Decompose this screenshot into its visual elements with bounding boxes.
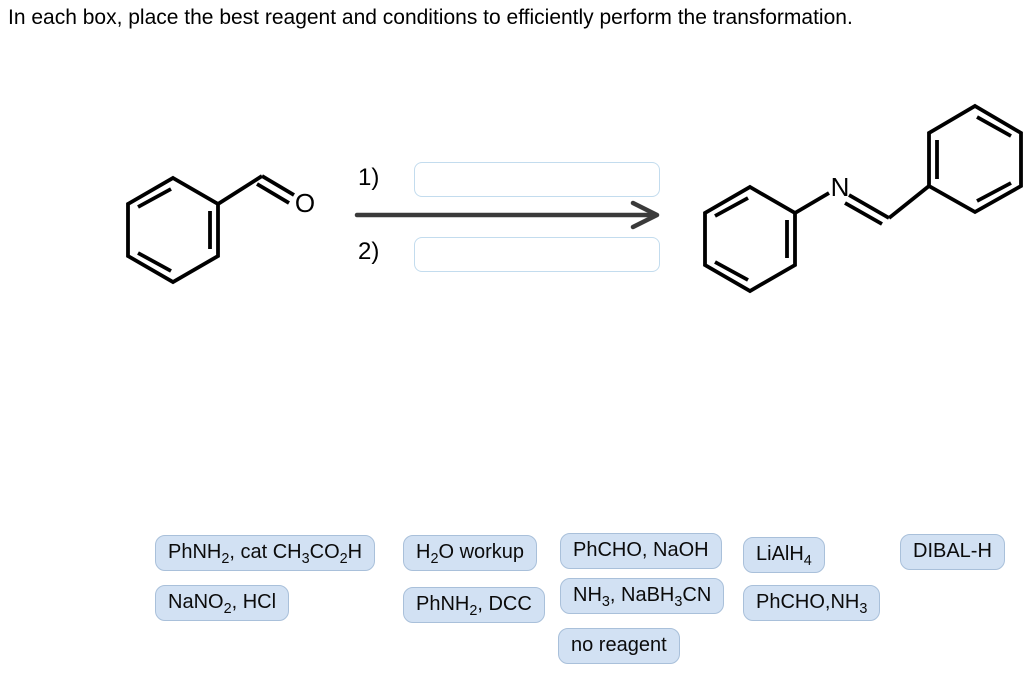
reagent-chip[interactable]: PhCHO,NH3 (743, 585, 881, 621)
reagent-chip[interactable]: LiAlH4 (743, 537, 825, 573)
oxygen-atom-label: O (295, 188, 315, 218)
chip-label-text: NaNO (168, 591, 224, 613)
chip-label-subscript: 2 (430, 551, 439, 567)
chip-label-subscript: 2 (469, 603, 478, 619)
chip-label-text: no reagent (571, 634, 667, 656)
step2-label: 2) (358, 238, 380, 265)
chip-label-subscript: 3 (674, 594, 683, 610)
chip-label-text: H (416, 541, 431, 563)
reagent-chip[interactable]: NaNO2, HCl (155, 585, 290, 621)
reagent-chip[interactable]: PhNH2, cat CH3CO2H (155, 535, 376, 571)
benzylidene-ring (927, 103, 1023, 215)
chip-label-text: PhNH (168, 541, 222, 563)
step1-reagent-input[interactable] (414, 162, 660, 197)
chip-label-subscript: 3 (859, 601, 868, 617)
chip-label-text: CN (682, 584, 712, 606)
benzene-ring (126, 175, 220, 285)
step2-reagent-input[interactable] (414, 237, 660, 272)
chip-label-text: LiAlH (756, 543, 804, 565)
imine-linkage (794, 184, 931, 226)
chip-label-text: O workup (438, 541, 525, 563)
aniline-ring (703, 184, 797, 294)
reagent-chip[interactable]: NH3, NaBH3CN (560, 578, 725, 614)
chip-label-text: PhCHO,NH (756, 591, 860, 613)
chip-label-subscript: 2 (223, 601, 232, 617)
chip-label-text: NH (573, 584, 602, 606)
chip-label-subscript: 4 (803, 553, 812, 569)
chip-label-text: , NaBH (609, 584, 675, 606)
reagent-chip[interactable]: DIBAL-H (900, 534, 1005, 570)
chip-label-subscript: 3 (301, 551, 310, 567)
product-structure-imine: N (703, 103, 1023, 294)
chip-label-text: H (347, 541, 363, 563)
reagent-chip[interactable]: H2O workup (403, 535, 538, 571)
chip-label-subscript: 3 (601, 594, 610, 610)
chip-label-text: CO (309, 541, 340, 563)
reactant-structure-benzaldehyde: O (126, 174, 315, 285)
question-prompt: In each box, place the best reagent and … (8, 6, 853, 29)
aldehyde-group (216, 174, 295, 206)
chip-label-text: PhCHO, NaOH (573, 539, 709, 561)
reagent-chip[interactable]: PhCHO, NaOH (560, 533, 722, 569)
reagent-chip[interactable]: PhNH2, DCC (403, 587, 545, 623)
step1-label: 1) (358, 164, 380, 191)
reagent-chip[interactable]: no reagent (558, 628, 680, 664)
chip-label-text: , cat CH (229, 541, 302, 563)
nitrogen-atom-label: N (831, 172, 850, 202)
chip-label-text: , DCC (477, 593, 532, 615)
chip-label-subscript: 2 (221, 551, 230, 567)
chip-label-text: DIBAL-H (913, 540, 992, 562)
reaction-arrow (354, 200, 660, 230)
chip-label-text: PhNH (416, 593, 470, 615)
chip-label-text: , HCl (231, 591, 277, 613)
chip-label-subscript: 2 (339, 551, 348, 567)
